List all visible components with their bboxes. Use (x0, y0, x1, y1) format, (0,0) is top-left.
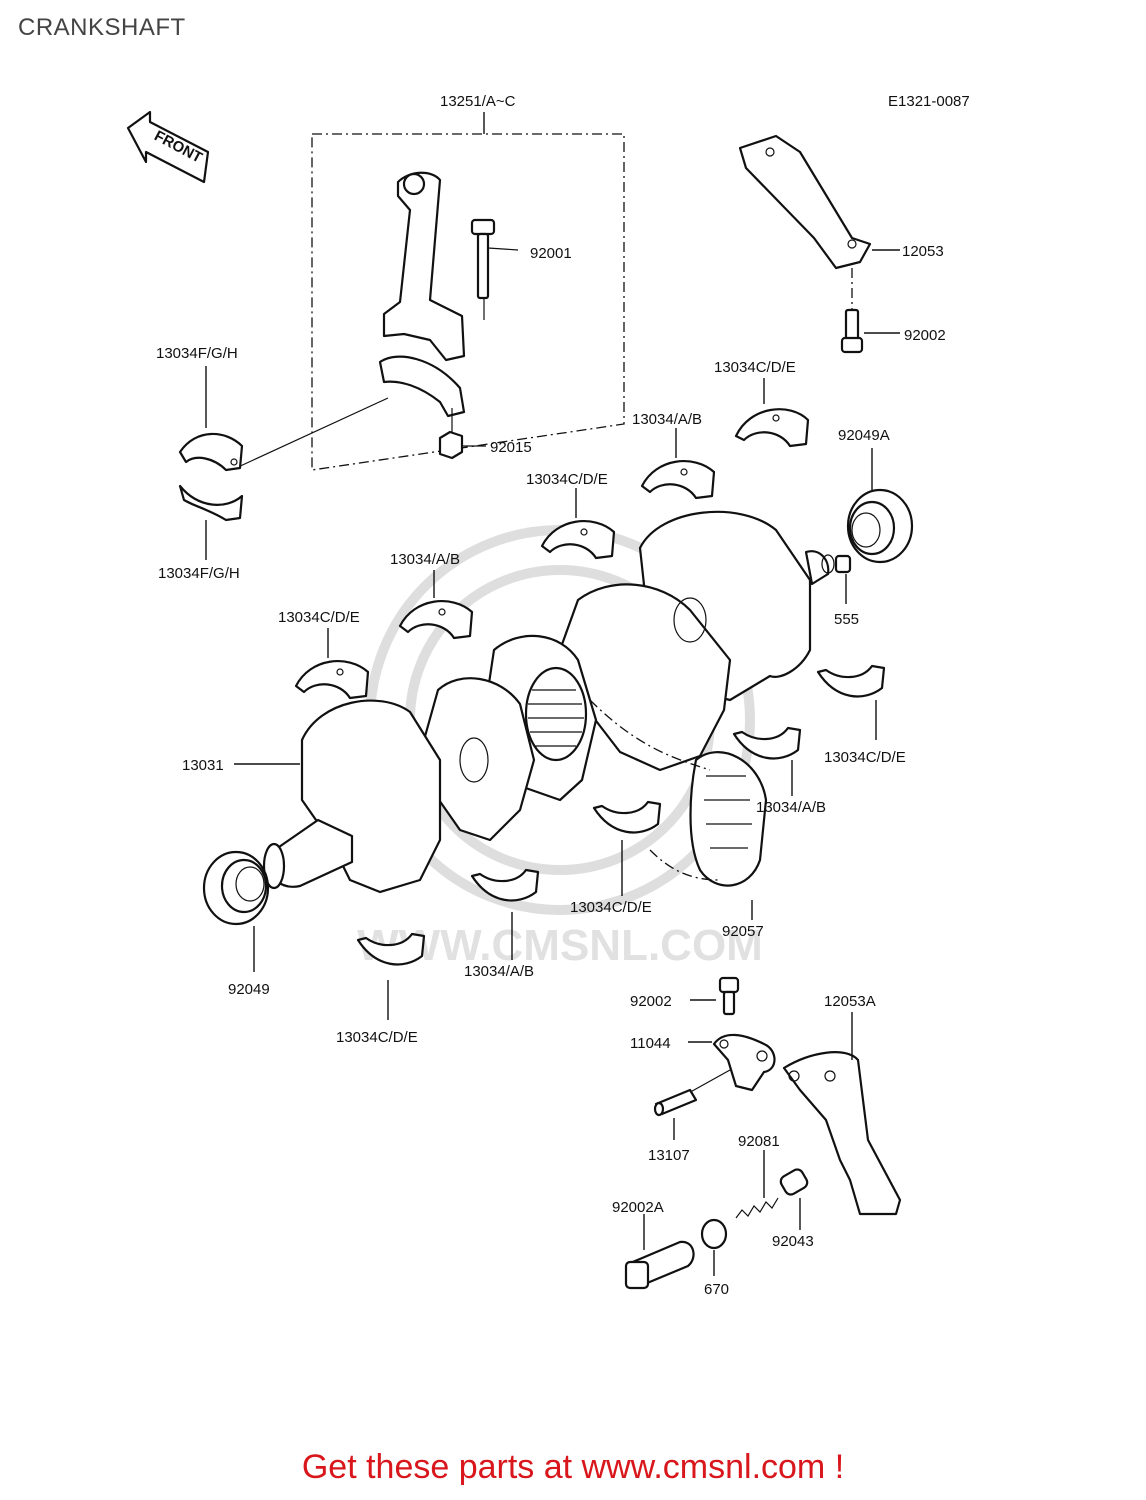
label-92049a: 92049A (838, 427, 890, 444)
label-12053a: 12053A (824, 993, 876, 1010)
label-11044: 11044 (630, 1035, 671, 1052)
label-92002-top: 92002 (904, 327, 946, 344)
pin-13107 (653, 1088, 698, 1140)
crankshaft-13031 (234, 510, 835, 894)
label-13034ab-3: 13034/A/B (756, 799, 826, 816)
main-bearing-shell-lower-3 (592, 800, 662, 896)
oil-seal-92049a (846, 448, 914, 564)
label-13034cde-3: 13034C/D/E (278, 609, 360, 626)
main-bearing-shell-lower-4 (470, 868, 540, 960)
main-bearing-shell-5 (294, 628, 370, 700)
bolt-92002-bottom (690, 976, 740, 1016)
label-92049: 92049 (228, 981, 270, 998)
label-92015: 92015 (490, 439, 532, 456)
main-bearing-shell-4 (398, 570, 474, 640)
connecting-rod-assembly (235, 112, 625, 471)
label-13034fgh-top: 13034F/G/H (156, 345, 238, 362)
get-parts-link[interactable]: Get these parts at www.cmsnl.com ! (301, 1448, 845, 1486)
label-13034ab-1: 13034/A/B (632, 411, 702, 428)
label-13034cde-6: 13034C/D/E (336, 1029, 418, 1046)
main-bearing-shell-1 (734, 378, 810, 448)
main-bearing-shell-3 (540, 488, 616, 560)
plunger-92043 (779, 1168, 809, 1230)
label-13034cde-1: 13034C/D/E (714, 359, 796, 376)
label-92002-bottom: 92002 (630, 993, 672, 1010)
bolt-92002a (624, 1214, 695, 1290)
label-555: 555 (834, 611, 859, 628)
label-13031: 13031 (182, 757, 224, 774)
guide-12053a (782, 1012, 902, 1216)
label-13251: 13251/A~C (440, 93, 516, 110)
crank-gear (524, 666, 588, 762)
oil-seal-92049 (202, 850, 270, 972)
label-92043: 92043 (772, 1233, 814, 1250)
label-13034cde-4: 13034C/D/E (824, 749, 906, 766)
crankshaft-parts-diagram: WWW.CMSNL.COM E1321-0087 FRONT (126, 93, 970, 1298)
balancer-weight-12053 (738, 134, 900, 310)
o-ring-670 (700, 1218, 728, 1276)
label-13034ab-4: 13034/A/B (464, 963, 534, 980)
label-92001: 92001 (530, 245, 572, 262)
cam-chain-92057 (589, 699, 768, 920)
rod-bearing-lower (178, 484, 244, 560)
label-13034ab-2: 13034/A/B (390, 551, 460, 568)
front-arrow-icon: FRONT (126, 110, 210, 184)
bolt-92002-top (840, 308, 900, 354)
label-92081: 92081 (738, 1133, 780, 1150)
label-13107: 13107 (648, 1147, 690, 1164)
page-title: CRANKSHAFT (18, 14, 186, 41)
label-12053: 12053 (902, 243, 944, 260)
main-bearing-shell-2 (640, 428, 716, 500)
label-13034fgh-bottom: 13034F/G/H (158, 565, 240, 582)
main-bearing-shell-lower-1 (816, 664, 886, 740)
label-92057: 92057 (722, 923, 764, 940)
label-670: 670 (704, 1281, 729, 1298)
label-13034cde-2: 13034C/D/E (526, 471, 608, 488)
rod-bearing-upper (178, 366, 244, 472)
bracket-11044 (675, 1033, 776, 1101)
label-92002a: 92002A (612, 1199, 664, 1216)
main-bearing-shell-lower-5 (356, 932, 426, 1020)
main-bearing-shell-lower-2 (732, 726, 802, 796)
pin-555 (834, 554, 852, 604)
reference-code: E1321-0087 (888, 93, 970, 110)
spring-92081 (735, 1150, 779, 1219)
watermark-text: WWW.CMSNL.COM (357, 921, 763, 970)
label-13034cde-5: 13034C/D/E (570, 899, 652, 916)
